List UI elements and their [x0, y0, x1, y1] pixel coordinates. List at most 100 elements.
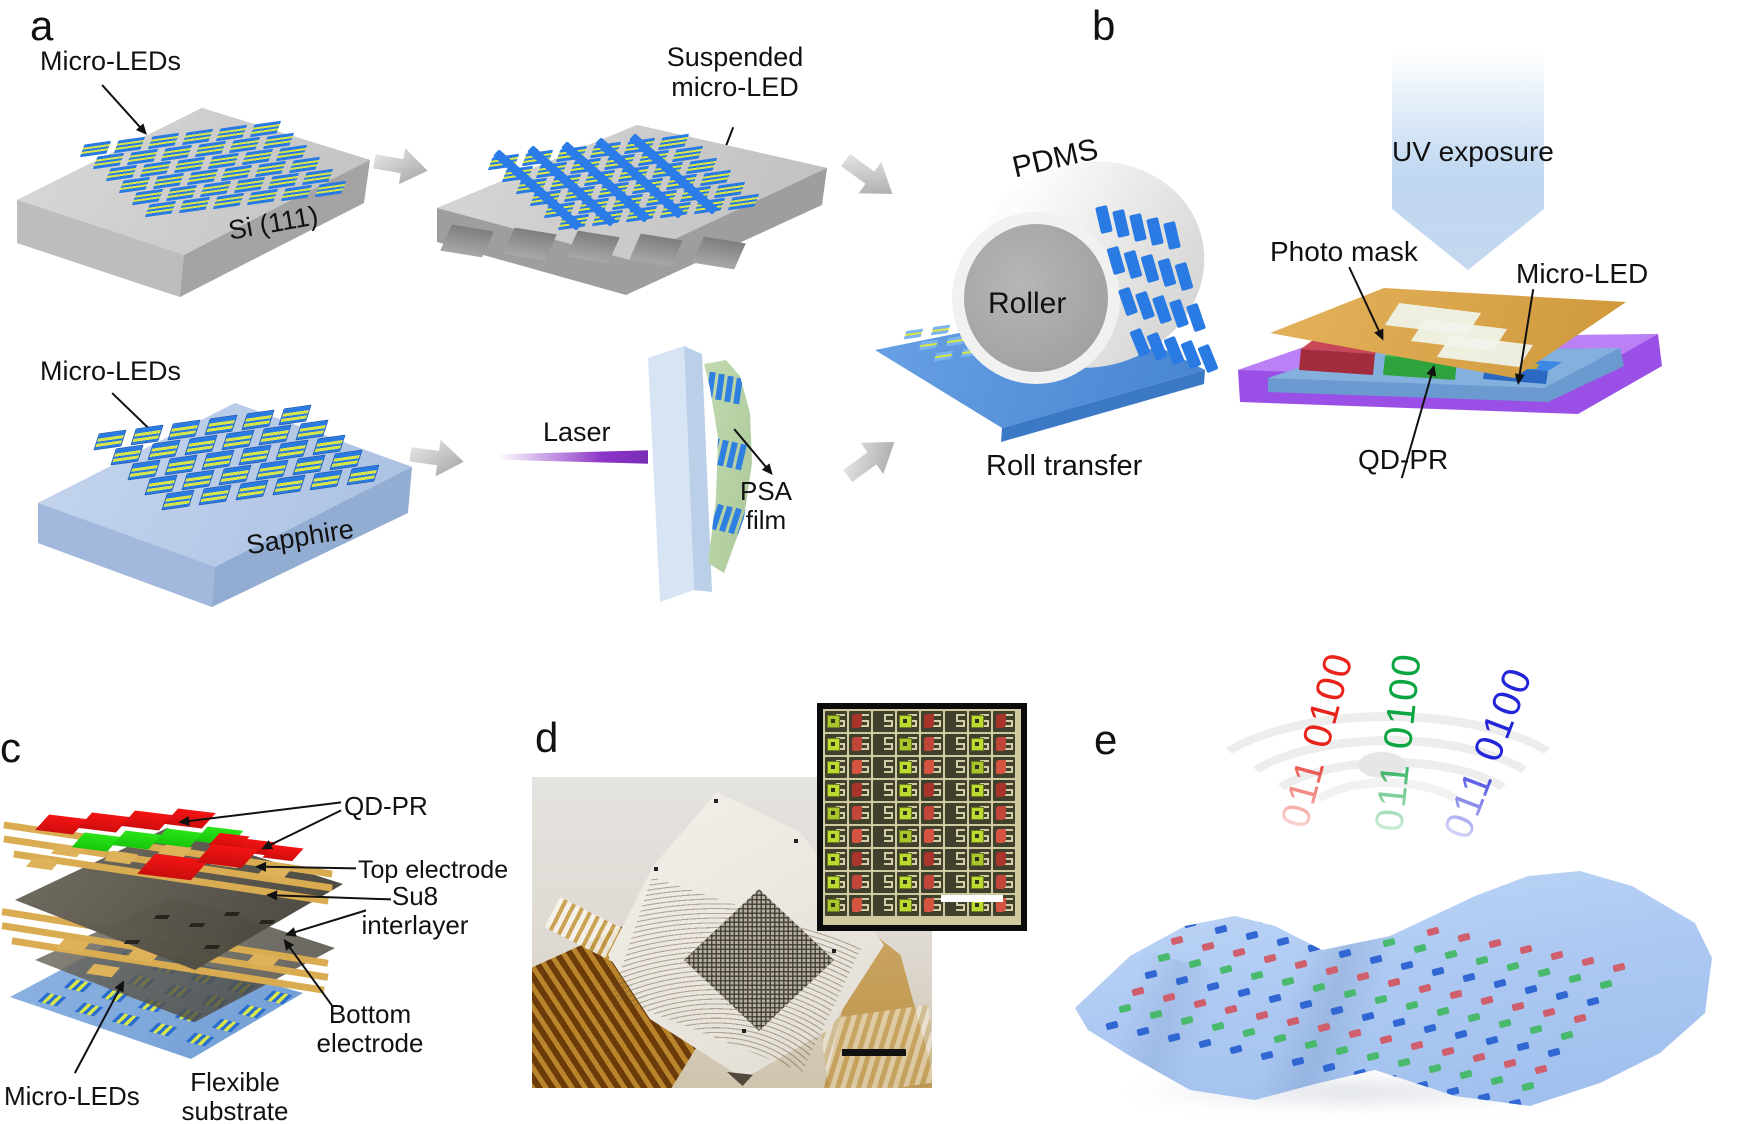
micro-leds-bottom-label: Micro-LEDs [40, 356, 182, 386]
red-pixel [924, 875, 934, 889]
red-pixel [924, 760, 934, 774]
green-pixel [971, 715, 984, 728]
green-pixel [827, 807, 840, 820]
e-led-chip [1232, 947, 1246, 958]
e-led-chip [1459, 1069, 1473, 1080]
e-led-chip [1105, 1020, 1119, 1031]
photo-align-dot-5 [742, 1029, 746, 1033]
inset-pixel-cell [873, 757, 895, 778]
e-led-chip [1581, 956, 1595, 967]
e-led-chip [1387, 977, 1401, 988]
su8-slot [258, 920, 276, 924]
inset-pixel-cell [969, 849, 991, 870]
photo-align-dot-2 [654, 867, 658, 871]
e-led-chip [1268, 993, 1282, 1004]
film-stripe [735, 443, 747, 471]
inset-pixel-cell [945, 826, 967, 847]
e-led-chip [1529, 1024, 1543, 1035]
inset-pixel-cell [921, 826, 943, 847]
inset-pixel-cell [825, 711, 847, 732]
e-led-chip [1255, 1010, 1269, 1021]
e-led-chip [1198, 1038, 1212, 1049]
e-led-chip [1245, 930, 1259, 941]
e-led-chip [1379, 1034, 1393, 1045]
micro-leds-c-label: Micro-LEDs [4, 1081, 140, 1111]
roller-label: Roller [988, 287, 1067, 320]
e-led-chip [1457, 932, 1471, 943]
inset-pixel-cell [945, 780, 967, 801]
e-led-chip [1237, 987, 1251, 998]
inset-pixel-cell [873, 803, 895, 824]
psa-line1: PSA [739, 476, 793, 506]
inset-pixel-cell [897, 780, 919, 801]
laser-label: Laser [543, 417, 611, 447]
step-arrow-2 [833, 143, 905, 211]
e-led-chip [1183, 918, 1197, 929]
roll-transfer-label: Roll transfer [986, 450, 1143, 482]
green-pixel [899, 807, 912, 820]
inset-pixel-cell [897, 849, 919, 870]
e-led-chip [1454, 1029, 1468, 1040]
inset-pixel-cell [897, 872, 919, 893]
inset-pixel-cell [969, 826, 991, 847]
e-led-chip [1351, 931, 1365, 942]
e-led-chip [1490, 1075, 1504, 1086]
flexible-line1: Flexible [190, 1067, 280, 1097]
inset-pixel-cell [993, 803, 1015, 824]
e-led-chip [1211, 1021, 1225, 1032]
red-pixel [924, 714, 934, 728]
e-led-chip [1511, 1001, 1525, 1012]
e-led-chip [1519, 944, 1533, 955]
red-pixel [996, 783, 1006, 797]
inset-pixel-cell [897, 734, 919, 755]
e-led-chip [1444, 949, 1458, 960]
inset-pixel-cell [873, 734, 895, 755]
photo-align-dot-1 [714, 799, 718, 803]
inset-pixel-cell [945, 849, 967, 870]
green-pixel [827, 784, 840, 797]
e-led-chip [1462, 972, 1476, 983]
e-led-chip [1586, 996, 1600, 1007]
e-led-chip [1506, 961, 1520, 972]
e-led-chip [1392, 1017, 1406, 1028]
green-pixel [827, 853, 840, 866]
inset-pixel-cell [945, 757, 967, 778]
film-stripe [733, 377, 743, 405]
bottom-electrode-label: Bottom electrode [300, 999, 440, 1058]
e-led-chip [1271, 896, 1285, 907]
inset-pixel-cell [969, 780, 991, 801]
su8-slot [223, 912, 241, 916]
e-led-chip [1219, 964, 1233, 975]
inset-pixel-cell [849, 849, 871, 870]
qd-pr-c-label: QD-PR [344, 791, 428, 821]
green-pixel [971, 738, 984, 751]
e-led-chip [1560, 1030, 1574, 1041]
e-led-chip [1485, 1035, 1499, 1046]
psa-label: PSA film [730, 476, 802, 535]
inset-pixel-cell [825, 780, 847, 801]
e-led-chip [1214, 924, 1228, 935]
inset-pixel-cell [849, 803, 871, 824]
inset-pixel-cell [969, 872, 991, 893]
green-pixel [827, 876, 840, 889]
inset-pixel-cell [945, 711, 967, 732]
inset-pixel-cell [897, 757, 919, 778]
e-led-chip [1542, 1007, 1556, 1018]
su8-slot [153, 915, 171, 919]
led-chip [903, 328, 924, 340]
e-led-chip [1413, 943, 1427, 954]
su8-line2: interlayer [361, 910, 469, 941]
panel-label-d: d [535, 714, 559, 761]
e-led-chip [1534, 1064, 1548, 1075]
inset-pixel-cell [921, 895, 943, 916]
e-led-chip [1573, 1013, 1587, 1024]
inset-pixel-cell [849, 895, 871, 916]
inset-pixel-cell [945, 803, 967, 824]
e-led-chip [1410, 1040, 1424, 1051]
inset-pixel-cell [921, 734, 943, 755]
inset-pixel-cell [873, 780, 895, 801]
panel-label-e: e [1094, 716, 1118, 763]
e-led-chip [1276, 936, 1290, 947]
green-pixel [899, 830, 912, 843]
e-led-chip [1431, 966, 1445, 977]
